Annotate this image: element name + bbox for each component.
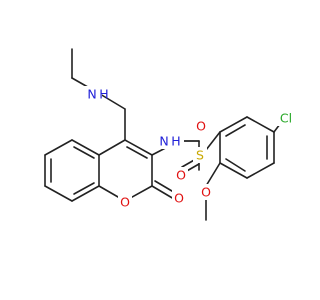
atom-label: O — [174, 191, 184, 206]
atom-label: N — [87, 87, 96, 102]
atom-label: O — [120, 195, 130, 210]
bond — [126, 146, 148, 159]
atom-o-s-bottom: O — [174, 167, 188, 183]
structure-diagram: N H N H S O O Cl O O O — [44, 48, 296, 221]
bond — [246, 116, 275, 133]
atom-cl: Cl — [276, 110, 296, 126]
atom-n-sulfonamide: N H — [159, 133, 184, 149]
bond — [151, 185, 175, 200]
bond — [246, 162, 275, 179]
atom-label: O — [201, 185, 211, 200]
atom-o-ring: O — [118, 194, 132, 210]
atom-label: Cl — [280, 111, 292, 126]
bond — [205, 131, 221, 151]
atom-s: S — [193, 147, 207, 163]
atom-o-methoxy: O — [199, 184, 213, 200]
bond — [205, 162, 221, 187]
bond — [99, 93, 126, 110]
atom-n-propylamino: N H — [82, 86, 109, 102]
atom-label: H — [171, 134, 180, 149]
atom-label: O — [176, 168, 186, 183]
bond — [225, 124, 246, 137]
atom-label: H — [99, 87, 108, 102]
bond — [124, 139, 153, 156]
bond — [73, 146, 95, 159]
atom-label: N — [159, 134, 168, 149]
atom-label: S — [196, 148, 204, 163]
bond — [71, 185, 100, 202]
bond — [219, 116, 248, 133]
bond — [44, 185, 73, 202]
bond — [98, 139, 126, 156]
bond — [73, 182, 95, 195]
bond — [71, 139, 100, 156]
atom-label: O — [196, 119, 206, 134]
bond — [44, 139, 73, 156]
bond — [219, 162, 248, 179]
molecule-canvas: N H N H S O O Cl O O O — [44, 48, 296, 221]
atom-o-carbonyl: O — [172, 190, 186, 206]
atom-o-s-top: O — [194, 118, 208, 134]
bond — [225, 158, 246, 172]
